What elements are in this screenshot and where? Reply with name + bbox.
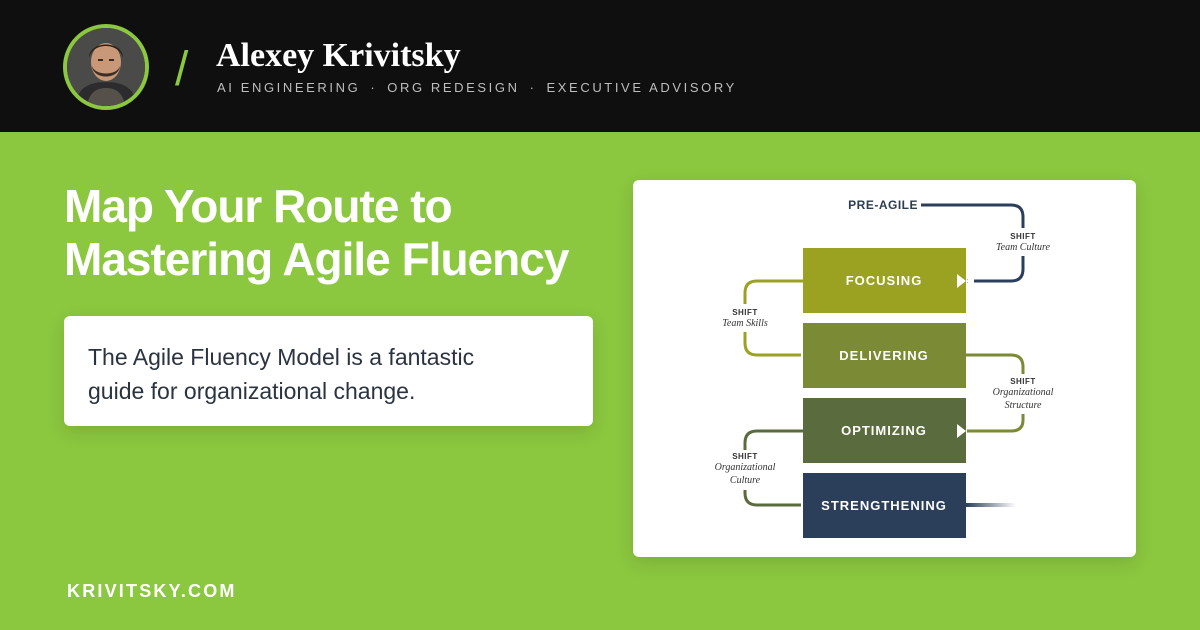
site-url[interactable]: KRIVITSKY.COM [67, 581, 237, 601]
shift-3-text-line-1: Organizational [993, 387, 1054, 398]
shift-4-text-line-1: Organizational [715, 462, 776, 473]
tagline-item-ai-engineering: AI ENGINEERING [217, 80, 361, 95]
notch-optimizing [957, 424, 966, 438]
shift-label-bg [715, 304, 775, 332]
stage-focusing-box [803, 248, 966, 313]
arrowhead-focusing [966, 275, 974, 287]
shift-label-bg [985, 228, 1061, 256]
diagram-canvas: FOCUSING DELIVERING OPTIMIZING STRENGTHE… [709, 198, 1061, 538]
shift-2-text: Team Skills [722, 318, 768, 329]
stage-optimizing-box [803, 398, 966, 463]
tagline-separator: · [529, 80, 537, 95]
shift-2-title: SHIFT [732, 308, 758, 317]
shift-3-text-line-2: Structure [1005, 400, 1042, 411]
agile-fluency-diagram: FOCUSING DELIVERING OPTIMIZING STRENGTHE… [633, 180, 1136, 557]
stage-delivering-box [803, 323, 966, 388]
tagline-item-executive-advisory: EXECUTIVE ADVISORY [546, 80, 737, 95]
connector-strengthening-exit [966, 503, 1016, 507]
site-header: / Alexey Krivitsky AI ENGINEERING · ORG RE… [0, 0, 1200, 132]
quote-text-line-1: The Agile Fluency Model is a fantastic [88, 344, 475, 370]
stage-delivering-label: DELIVERING [839, 348, 928, 363]
stage-optimizing-label: OPTIMIZING [841, 423, 927, 438]
shift-3-title: SHIFT [1010, 377, 1036, 386]
shift-label-bg [709, 450, 781, 490]
shift-1-title: SHIFT [1010, 232, 1036, 241]
stage-strengthening-label: STRENGTHENING [821, 498, 947, 513]
header-divider-slash: / [175, 43, 189, 96]
shift-label-bg [985, 374, 1061, 414]
stage-pre-agile-label: PRE-AGILE [848, 198, 918, 212]
page-title: Map Your Route to Mastering Agile Fluenc… [64, 180, 624, 286]
author-name[interactable]: Alexey Krivitsky [216, 37, 461, 74]
notch-focusing [957, 274, 966, 288]
stage-focusing-label: FOCUSING [846, 273, 923, 288]
quote-text: The Agile Fluency Model is a fantastic g… [88, 340, 569, 408]
tagline-separator: · [370, 80, 378, 95]
quote-text-line-2: guide for organizational change. [88, 378, 416, 404]
avatar-portrait-icon [67, 28, 145, 106]
page-title-line-1: Map Your Route to [64, 180, 453, 232]
shift-1-text: Team Culture [996, 242, 1051, 253]
avatar[interactable] [63, 24, 149, 110]
tagline-item-org-redesign: ORG REDESIGN [387, 80, 520, 95]
shift-4-text-line-2: Culture [730, 475, 761, 486]
stage-strengthening-box [803, 473, 966, 538]
shift-4-title: SHIFT [732, 452, 758, 461]
page-title-line-2: Mastering Agile Fluency [64, 233, 569, 285]
author-tagline: AI ENGINEERING · ORG REDESIGN · EXECUTIVE AD… [217, 80, 737, 96]
quote-card: The Agile Fluency Model is a fantastic g… [64, 316, 593, 426]
